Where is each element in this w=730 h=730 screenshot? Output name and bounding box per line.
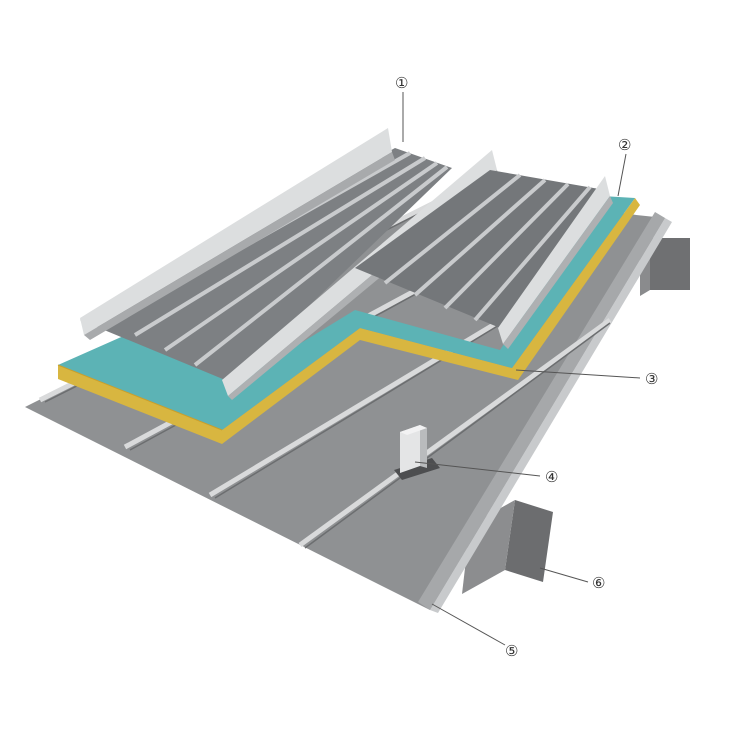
leader-5 (431, 603, 506, 646)
leader-6 (539, 567, 589, 583)
callout-4: ④ (545, 468, 558, 486)
top-panel-right (355, 170, 613, 349)
callout-3: ③ (645, 370, 658, 388)
callout-1: ① (395, 74, 408, 92)
insulation-board (57, 196, 640, 444)
leader-4 (414, 461, 541, 477)
callout-5: ⑤ (505, 642, 518, 660)
callout-2: ② (618, 136, 631, 154)
leader-3 (515, 369, 641, 379)
leader-2 (617, 153, 627, 197)
leader-lines (402, 92, 641, 646)
callout-6: ⑥ (592, 574, 605, 592)
